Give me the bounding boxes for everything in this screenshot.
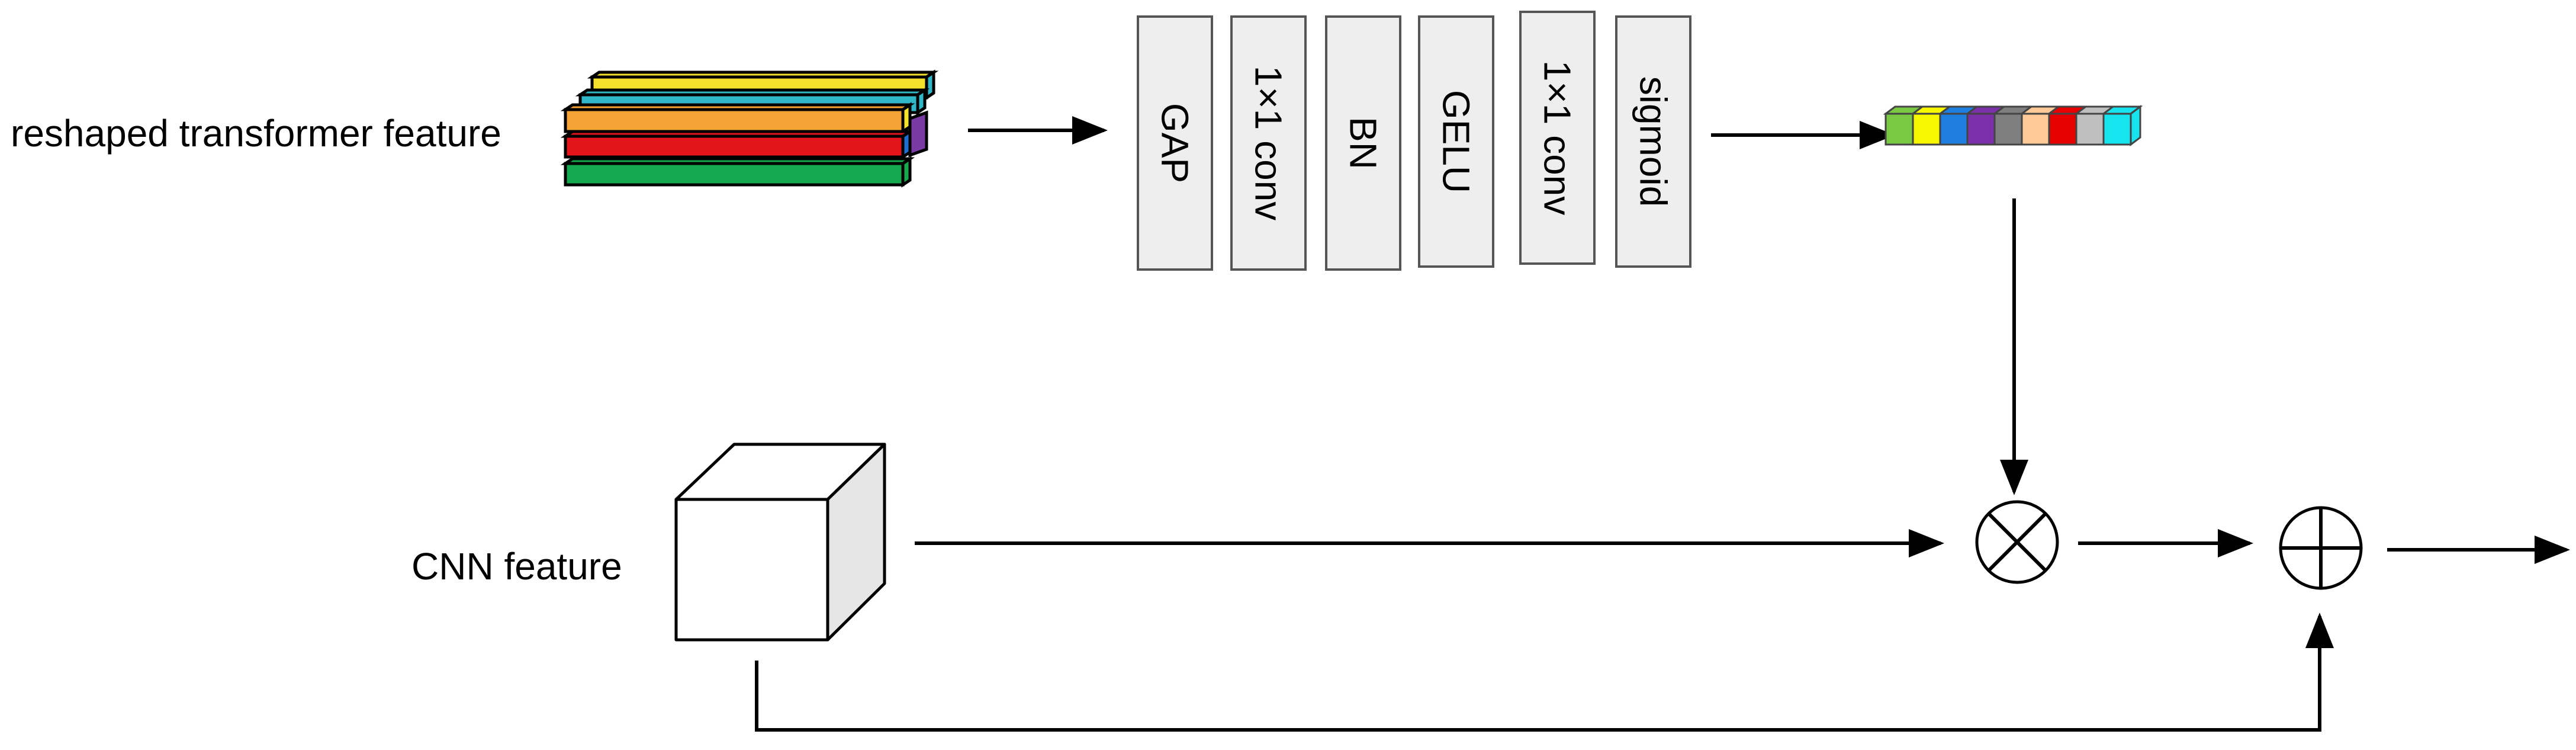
block-gelu-box	[1418, 15, 1494, 268]
vector-cell	[1939, 113, 1969, 146]
channel-attention-blocks: GAP 1×1 conv BN GELU 1×1 conv sigmoid	[1137, 11, 1691, 271]
vector-cell	[2102, 113, 2132, 146]
block-gap: GAP	[1137, 15, 1213, 271]
block-gap-label: GAP	[1154, 103, 1197, 183]
vector-cell	[1912, 113, 1941, 146]
vector-cell	[2021, 113, 2050, 146]
block-gelu-label: GELU	[1435, 90, 1478, 193]
tensor-layer-red	[560, 129, 915, 160]
block-gelu: GELU	[1418, 15, 1494, 268]
attention-weight-vector	[1883, 105, 2143, 146]
vector-cell	[2048, 113, 2077, 146]
block-bn: BN	[1325, 15, 1401, 271]
block-bn-label: BN	[1342, 117, 1385, 169]
transformer-feature-label: reshaped transformer feature	[11, 112, 501, 155]
vector-cell	[2075, 113, 2105, 146]
block-conv1-box	[1230, 15, 1307, 271]
block-sigmoid-label: sigmoid	[1632, 76, 1675, 207]
block-conv2-label: 1×1 conv	[1536, 60, 1579, 216]
multiply-operator	[1975, 500, 2059, 584]
block-sigmoid: sigmoid	[1615, 15, 1691, 268]
vector-cell	[1966, 113, 1996, 146]
tensor-side-accent	[908, 110, 928, 158]
block-conv1: 1×1 conv	[1230, 15, 1307, 271]
tensor-layer-orange	[560, 102, 915, 134]
transformer-feature-tensor	[560, 69, 939, 188]
add-operator	[2279, 506, 2363, 590]
block-sigmoid-box	[1615, 15, 1691, 268]
tensor-layer-green	[560, 156, 915, 188]
vector-cell	[1884, 113, 1914, 146]
block-conv2-box	[1519, 11, 1596, 265]
cnn-feature-cube	[674, 443, 886, 642]
block-gap-box	[1137, 15, 1213, 271]
skip-connection-arrow	[755, 613, 2334, 732]
block-conv1-label: 1×1 conv	[1247, 66, 1290, 221]
block-bn-box	[1325, 15, 1401, 271]
vector-cell-side	[2130, 105, 2141, 146]
block-conv2: 1×1 conv	[1519, 11, 1596, 265]
vector-cell	[1993, 113, 2023, 146]
multiply-cross-2	[1987, 512, 2047, 572]
cnn-feature-label: CNN feature	[411, 545, 622, 588]
